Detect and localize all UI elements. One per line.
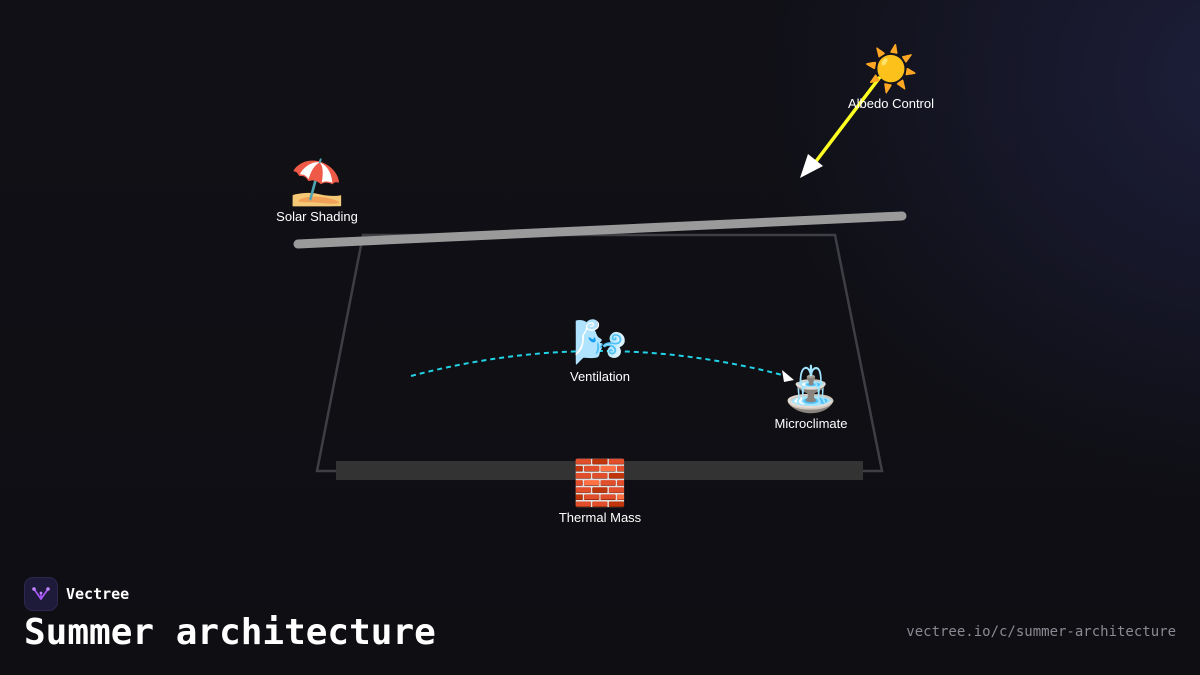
sun-ray-arrowhead [800,154,823,178]
beach-umbrella-icon: ⛱️ [289,157,345,208]
node-label-ventilation: Ventilation [570,369,630,384]
sun-icon: ☀️ [863,44,919,95]
floor-slab [336,461,863,480]
node-label-solar-shading: Solar Shading [276,209,358,224]
node-solar-shading: ⛱️ Solar Shading [276,157,358,225]
node-label-microclimate: Microclimate [774,416,848,431]
brand-name: Vectree [66,585,130,603]
airflow-path [410,350,787,377]
roof-line [293,211,907,249]
vectree-logo-icon [24,577,58,611]
node-microclimate: ⛲ Microclimate [774,364,848,432]
source-url[interactable]: vectree.io/c/summer-architecture [906,624,1176,640]
wind-face-icon: 🌬️ [572,317,628,368]
node-ventilation: 🌬️ Ventilation [570,317,630,385]
node-thermal-mass: 🧱 Thermal Mass [558,458,642,526]
brick-icon: 🧱 [572,458,628,509]
node-label-thermal-mass: Thermal Mass [558,510,642,525]
node-label-albedo-control: Albedo Control [848,96,934,111]
building-outline [315,233,884,473]
fountain-icon: ⛲ [783,364,839,415]
sun-ray-line [812,75,882,166]
node-albedo-control: ☀️ Albedo Control [848,44,934,112]
page-title: Summer architecture [24,612,436,653]
brand: Vectree [24,577,129,611]
airflow-arrowhead [782,370,794,382]
